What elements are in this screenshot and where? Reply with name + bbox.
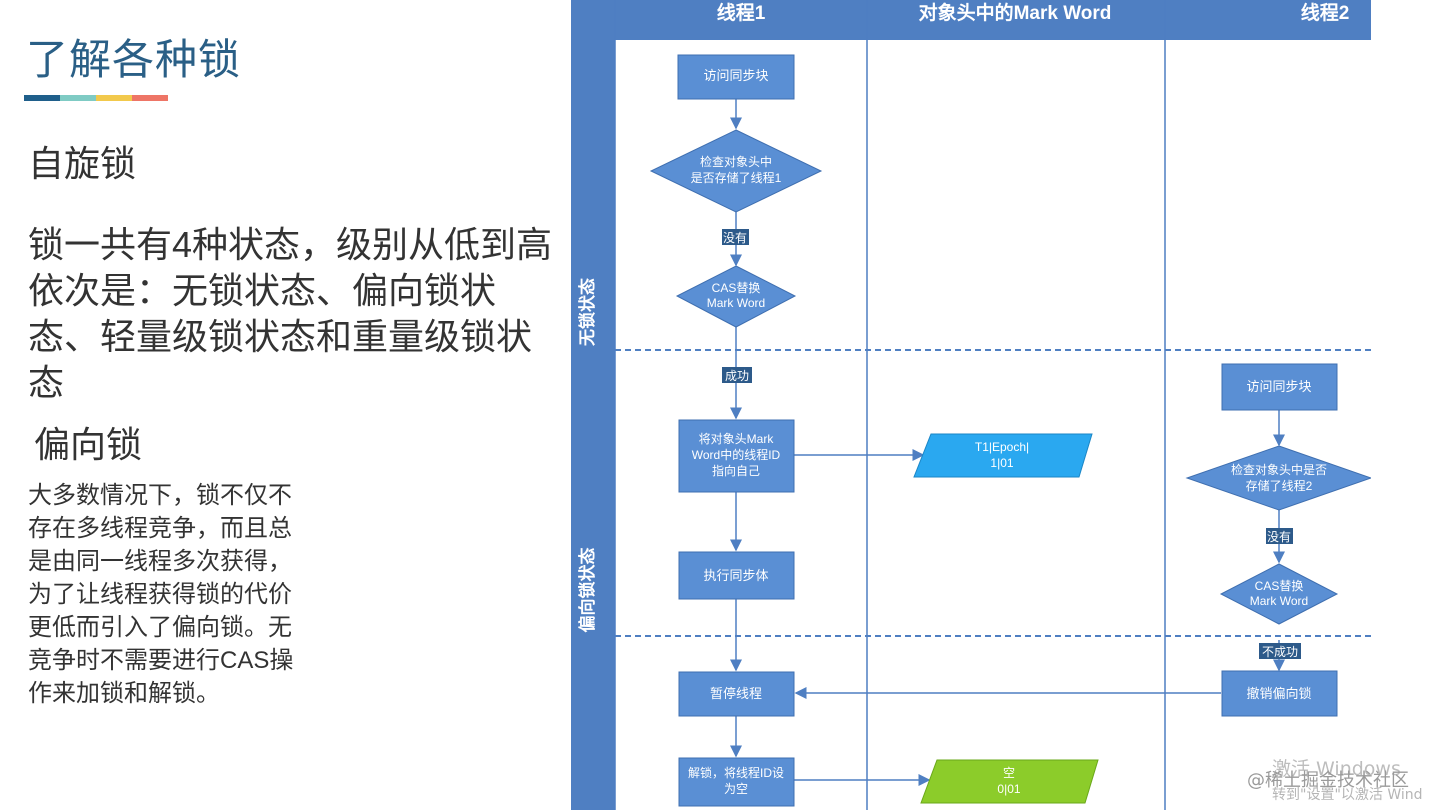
accent-bar-1 [24,95,60,101]
t2-revoke-bias [1221,670,1338,717]
t2-fail-tag: 不成功 [1262,645,1298,659]
t2-visit-label: 访问同步块 [1246,379,1311,394]
t1-point-line1: 将对象头Mark [699,432,775,446]
t2-check-line1: 检查对象头中是否 [1231,462,1327,477]
t1-point-line2: Word中的线程ID [692,447,781,462]
t1-exec-sync-body [678,551,795,600]
t1-check-markword-diamond [649,129,823,213]
slide-text-panel: 了解各种锁 自旋锁 锁一共有4种状态，级别从低到高依次是：无锁状态、偏向锁状态、… [0,0,570,810]
t1-check-line2: 是否存储了线程1 [691,170,782,185]
column-header-markword: 对象头中的Mark Word [919,1,1112,24]
lock-states-paragraph: 锁一共有4种状态，级别从低到高依次是：无锁状态、偏向锁状态、轻量级锁状态和重量级… [28,224,553,403]
t2-cas-diamond [1219,563,1339,625]
t2-check-markword-diamond [1185,445,1371,511]
biased-lock-heading: 偏向锁 [34,424,143,465]
biased-lock-description: 大多数情况下，锁不仅不存在多线程竞争，而且总是由同一线程多次获得，为了让线程获得… [28,482,294,707]
t1-unlock-line2: 为空 [724,782,748,796]
slide-title: 了解各种锁 [26,36,242,83]
t2-visit-sync-block [1221,363,1338,411]
t1-cas-diamond [675,265,797,328]
t1-pause-thread [678,671,795,717]
t1-cas-line1: CAS替换 [712,281,761,295]
t1-success-tag-box [722,367,752,383]
t1-visit-label: 访问同步块 [703,68,768,83]
source-watermark: @稀土掘金技术社区 [1247,770,1409,791]
markword-biased-line2: 1|01 [990,456,1013,470]
t1-no-tag: 没有 [723,230,747,245]
t1-success-tag: 成功 [725,369,749,383]
t2-check-line2: 存储了线程2 [1246,478,1313,493]
t2-no-tag: 没有 [1267,529,1291,544]
biased-lock-flowchart: 线程1 对象头中的Mark Word 线程2 无锁状态 偏向锁状态 访问同步块 … [571,0,1371,810]
t2-fail-tag-box [1259,643,1301,659]
t2-revoke-label: 撤销偏向锁 [1246,686,1311,701]
t2-no-tag-box [1266,528,1293,544]
lane-label-column [571,0,615,810]
t1-unlock-line1: 解锁，将线程ID设 [688,765,784,780]
t1-exec-label: 执行同步体 [703,568,768,583]
column-header-thread2: 线程2 [1301,1,1350,24]
header-band [571,0,1371,40]
column-header-thread1: 线程1 [717,1,766,24]
markword-empty-line2: 0|01 [997,782,1020,796]
t2-cas-line1: CAS替换 [1255,579,1304,593]
t1-point-markword-box [678,419,795,493]
t1-cas-line2: Mark Word [707,296,765,310]
t1-point-line3: 指向自己 [712,463,760,478]
activate-hint-watermark: 转到"设置"以激活 Wind [1272,787,1423,803]
markword-biased-line1: T1|Epoch| [975,440,1029,454]
t1-visit-sync-block [677,54,795,100]
t2-cas-line2: Mark Word [1250,594,1308,608]
accent-bar-2 [60,95,96,101]
lane-label-unlocked: 无锁状态 [577,278,597,347]
lane-label-biased: 偏向锁状态 [577,548,597,633]
markword-empty-line1: 空 [1003,766,1015,780]
t1-pause-label: 暂停线程 [710,686,762,701]
t1-check-line1: 检查对象头中 [700,154,772,169]
activate-windows-watermark: 激活 Windows [1272,758,1401,780]
spin-lock-heading: 自旋锁 [28,143,137,184]
markword-biased-parallelogram [913,433,1093,478]
t1-no-tag-box [722,229,749,245]
markword-empty-parallelogram [920,759,1099,804]
t1-unlock-box [678,757,795,807]
accent-bar-4 [132,95,168,101]
accent-bar-3 [96,95,132,101]
